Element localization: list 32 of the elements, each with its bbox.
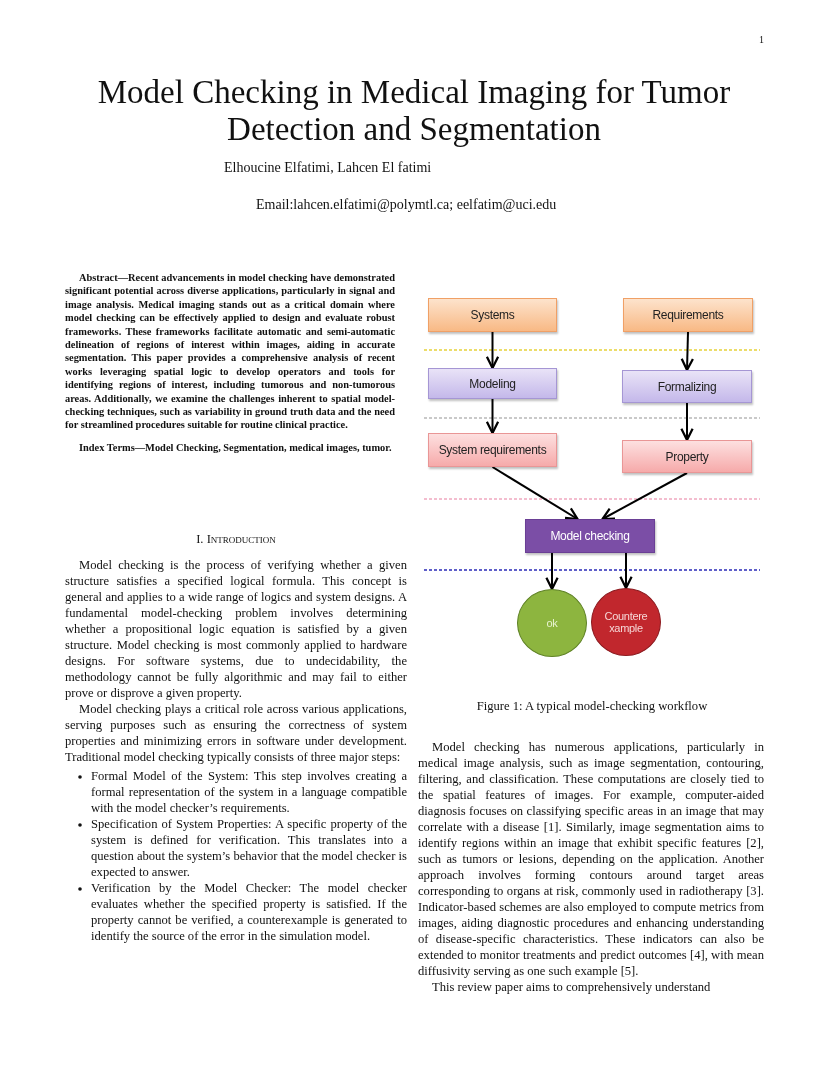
abstract-paragraph: Abstract—Recent advancements in model checking have demonstrated significant potential across diverse applications, particularly in signal and image analysis. Medical imaging stands out as a critical domain where model checking can be effectively applied to design and evaluate robust frameworks. These frameworks facilitate automatic and semi-automatic delineation of regions of interest within images, aiding in accurate segmentation. This paper provides a comprehensive analysis of recent works leveraging spatial logic to develop operators and tools for identifying regions of interest, including tumorous and non-tumorous areas. Additionally, we examine the challenges inherent to spatial model-checking techniques, such as variability in ground truth data and the need for streamlined procedures suitable for routine clinical practice. (65, 271, 395, 432)
process-box: Formalizing (622, 370, 752, 403)
arrow (491, 466, 579, 521)
body-paragraph: This review paper aims to comprehensively understand (431, 979, 712, 995)
process-box: Property (622, 440, 752, 473)
process-box: System requirements (428, 433, 557, 467)
body-paragraph: Model checking plays a critical role across various applications, serving purposes such as ensuring the correctness of system properties and minimizing errors in software under development. Traditional model checking typically consists of three major steps: (65, 701, 407, 765)
figure-caption: Figure 1: A typical model-checking workflow (475, 699, 709, 714)
arrow (545, 552, 559, 591)
process-box: Modeling (428, 368, 557, 399)
result-circle: Countere xample (591, 588, 661, 656)
section-heading: I. Introduction (195, 532, 277, 547)
arrow (485, 331, 500, 370)
body-paragraph: Model checking is the process of verifying whether a given structure satisfies a specified logical formula. This concept is general and applies to a wide range of logics and system designs. A fundamental model-checking problem involves determining whether a propositional logic equation is satisfied by a given structure. Model checking is most commonly applied to hardware designs. For software systems, due to undecidability, the methodology cannot be fully algorithmic and may fail to either prove or disprove a given property. (65, 557, 407, 701)
author-names: Elhoucine Elfatimi, Lahcen El fatimi (224, 160, 432, 176)
arrow (619, 552, 633, 590)
process-box: Model checking (525, 519, 655, 553)
arrow (601, 472, 688, 521)
process-box: Systems (428, 298, 557, 332)
arrow (680, 402, 694, 442)
page-number: 1 (759, 34, 764, 45)
result-circle: ok (517, 589, 587, 657)
bullet-item: Specification of System Properties: A specific property of the system is defined for verification. This translates into a question about the system’s behavior that the model checker is expected to answer. (91, 817, 407, 879)
email-line: Email:lahcen.elfatimi@polymtl.ca; eelfatim@uci.edu (256, 197, 557, 213)
bullet-item: Verification by the Model Checker: The model checker evaluates whether the specified property is satisfied. If the property cannot be verified, a counterexample is generated to identify the source of the error in the simulation model. (91, 881, 407, 943)
index-terms: Index Terms—Model Checking, Segmentation, medical images, tumor. (78, 440, 393, 455)
paper-title: Model Checking in Medical Imaging for Tumor Detection and Segmentation (96, 74, 732, 148)
arrow (485, 398, 500, 435)
body-paragraph: Model checking has numerous applications, particularly in medical image analysis, such as image segmentation, contouring, filtering, and classification. These computations are closely tied to the spatial features of images. For example, computer-aided diagnosis focuses on classifying specific areas in an image that may correlate with a disease [1]. Similarly, image segmentation aims to identify regions within an image that exhibit specific features [2], such as tumors or lesions, depending on the application. Another approach involves forming contours around target areas corresponding to organs at risk, commonly used in radiotherapy [3]. Indicator-based schemes are also employed to compute metrics from images, aiding diagnostic procedures and enhancing understanding of disease-specific characteristics. These indicators can also be extended to monitor treatments and predict outcomes [4], with mean diffusivity serving as one such example [5]. (418, 739, 764, 979)
arrow (680, 331, 694, 372)
bullet-item: Formal Model of the System: This step involves creating a formal representation of the system in a language compatible with the model checker’s requirements. (91, 769, 407, 815)
process-box: Requirements (623, 298, 753, 332)
